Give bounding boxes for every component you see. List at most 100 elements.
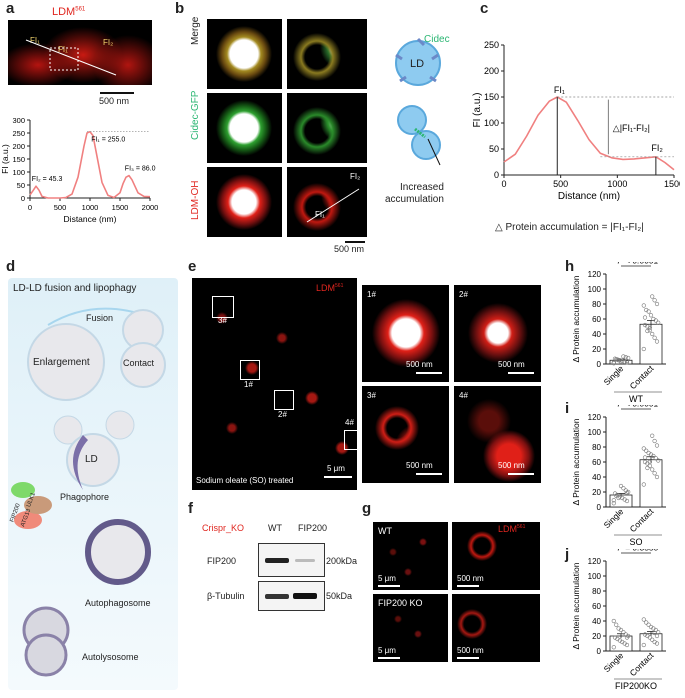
panel-b-row-merge: Merge <box>190 16 201 45</box>
data-point <box>652 335 657 340</box>
series-line <box>503 96 675 171</box>
data-point <box>652 630 657 636</box>
panel-b-cidec-label: Cidec <box>424 34 450 45</box>
roi-box-2 <box>274 390 294 410</box>
data-point <box>654 339 660 344</box>
roi-box-4 <box>344 430 357 450</box>
data-point <box>645 328 650 334</box>
panel-g-scale-2 <box>457 585 479 587</box>
y-tick-label: 0 <box>494 170 499 180</box>
data-point <box>644 620 649 625</box>
panel-e-main-image <box>192 278 357 490</box>
panel-d-title: LD-LD fusion and lipophagy <box>13 283 137 294</box>
panel-d-autophagosome: Autophagosome <box>85 598 151 608</box>
data-point <box>652 639 657 645</box>
x-axis-title: SO <box>629 537 642 545</box>
x-tick-label: 1000 <box>82 203 99 212</box>
data-point <box>618 483 624 489</box>
panel-e-zoom-label-3: 3# <box>367 391 376 400</box>
y-tick-label: 0 <box>597 503 602 512</box>
x-tick-label: 500 <box>54 203 67 212</box>
y-tick-label: 60 <box>592 315 601 324</box>
panel-e-roi-4: 4# <box>345 418 354 427</box>
panel-e-zoom-2 <box>454 285 541 382</box>
data-point <box>611 360 616 365</box>
panel-d-phagophore: Phagophore <box>60 492 110 502</box>
panel-label-f: f <box>188 500 193 517</box>
panel-a-fi2: FI₂ <box>103 38 114 47</box>
x-tick-label: Contact <box>628 506 656 534</box>
data-point <box>642 632 648 637</box>
data-point <box>642 322 648 328</box>
panel-g-wt-label: WT <box>378 526 392 536</box>
data-point <box>623 355 628 360</box>
data-point <box>654 474 660 480</box>
y-tick-label: 0 <box>21 194 25 203</box>
x-tick-label: Single <box>602 506 626 530</box>
panel-b-merge-2 <box>287 19 367 89</box>
y-tick-label: 200 <box>484 66 499 76</box>
y-tick-label: 20 <box>592 345 601 354</box>
y-axis-label: FI (a.u.) <box>0 144 10 174</box>
panel-b-caption-2: accumulation <box>385 194 444 205</box>
data-point <box>616 358 621 363</box>
x-axis-label: Distance (nm) <box>64 214 117 224</box>
panel-b-cidec-2 <box>287 93 367 163</box>
panel-b-scale-line <box>345 241 365 243</box>
panel-b-ldm-2 <box>287 167 367 237</box>
x-tick-label: Single <box>602 650 626 674</box>
y-tick-label: 120 <box>588 557 602 566</box>
panel-e-zoom-scale-2 <box>508 372 534 374</box>
data-point <box>654 633 660 639</box>
data-point <box>652 438 657 444</box>
data-point <box>650 294 655 299</box>
data-point <box>650 433 655 438</box>
panel-b-fi2: FI₂ <box>350 172 361 181</box>
data-point <box>644 307 649 313</box>
y-tick-label: 50 <box>17 181 25 190</box>
panel-g-scale-label-4: 500 nm <box>457 646 484 655</box>
panel-label-b: b <box>175 0 185 17</box>
y-tick-label: 120 <box>588 413 602 422</box>
data-point <box>641 346 646 352</box>
panel-g-wt-overview <box>373 522 448 590</box>
data-point <box>641 482 646 487</box>
data-point <box>647 328 652 333</box>
panel-e-zoom-4 <box>454 386 541 483</box>
data-point <box>624 358 630 364</box>
panel-g-title: LDM561 <box>498 524 526 534</box>
y-tick-label: 80 <box>592 300 601 309</box>
panel-e-roi-3: 3# <box>218 316 227 325</box>
panel-label-e: e <box>188 258 197 275</box>
data-point <box>647 325 652 331</box>
panel-e-zoom-scale-label-4: 500 nm <box>498 461 525 470</box>
y-tick-label: 0 <box>597 360 602 369</box>
panel-e-roi-2: 2# <box>278 410 287 419</box>
panel-e-zoom-scale-1 <box>416 372 442 374</box>
data-point <box>650 331 655 337</box>
panel-b-scale-label: 500 nm <box>334 244 365 254</box>
panel-e-zoom-1 <box>362 285 449 382</box>
data-point <box>616 495 621 501</box>
data-point <box>614 357 619 362</box>
data-point <box>653 456 658 461</box>
panel-f-lane-wt: WT <box>268 523 282 533</box>
panel-g-ko-zoom <box>452 594 540 662</box>
x-tick-label: Contact <box>628 650 656 678</box>
series-line <box>29 130 151 199</box>
panel-label-g: g <box>362 500 372 517</box>
data-point <box>644 448 649 453</box>
y-tick-label: 250 <box>484 40 499 50</box>
y-tick-label: 60 <box>592 458 601 467</box>
data-point <box>621 630 626 635</box>
panel-d-fusion: Fusion <box>86 313 114 323</box>
data-point <box>624 360 630 365</box>
data-point <box>614 622 619 627</box>
panel-d-enlargement: Enlargement <box>33 357 90 368</box>
panel-b-cidec-1 <box>207 93 282 163</box>
data-point <box>645 465 650 471</box>
